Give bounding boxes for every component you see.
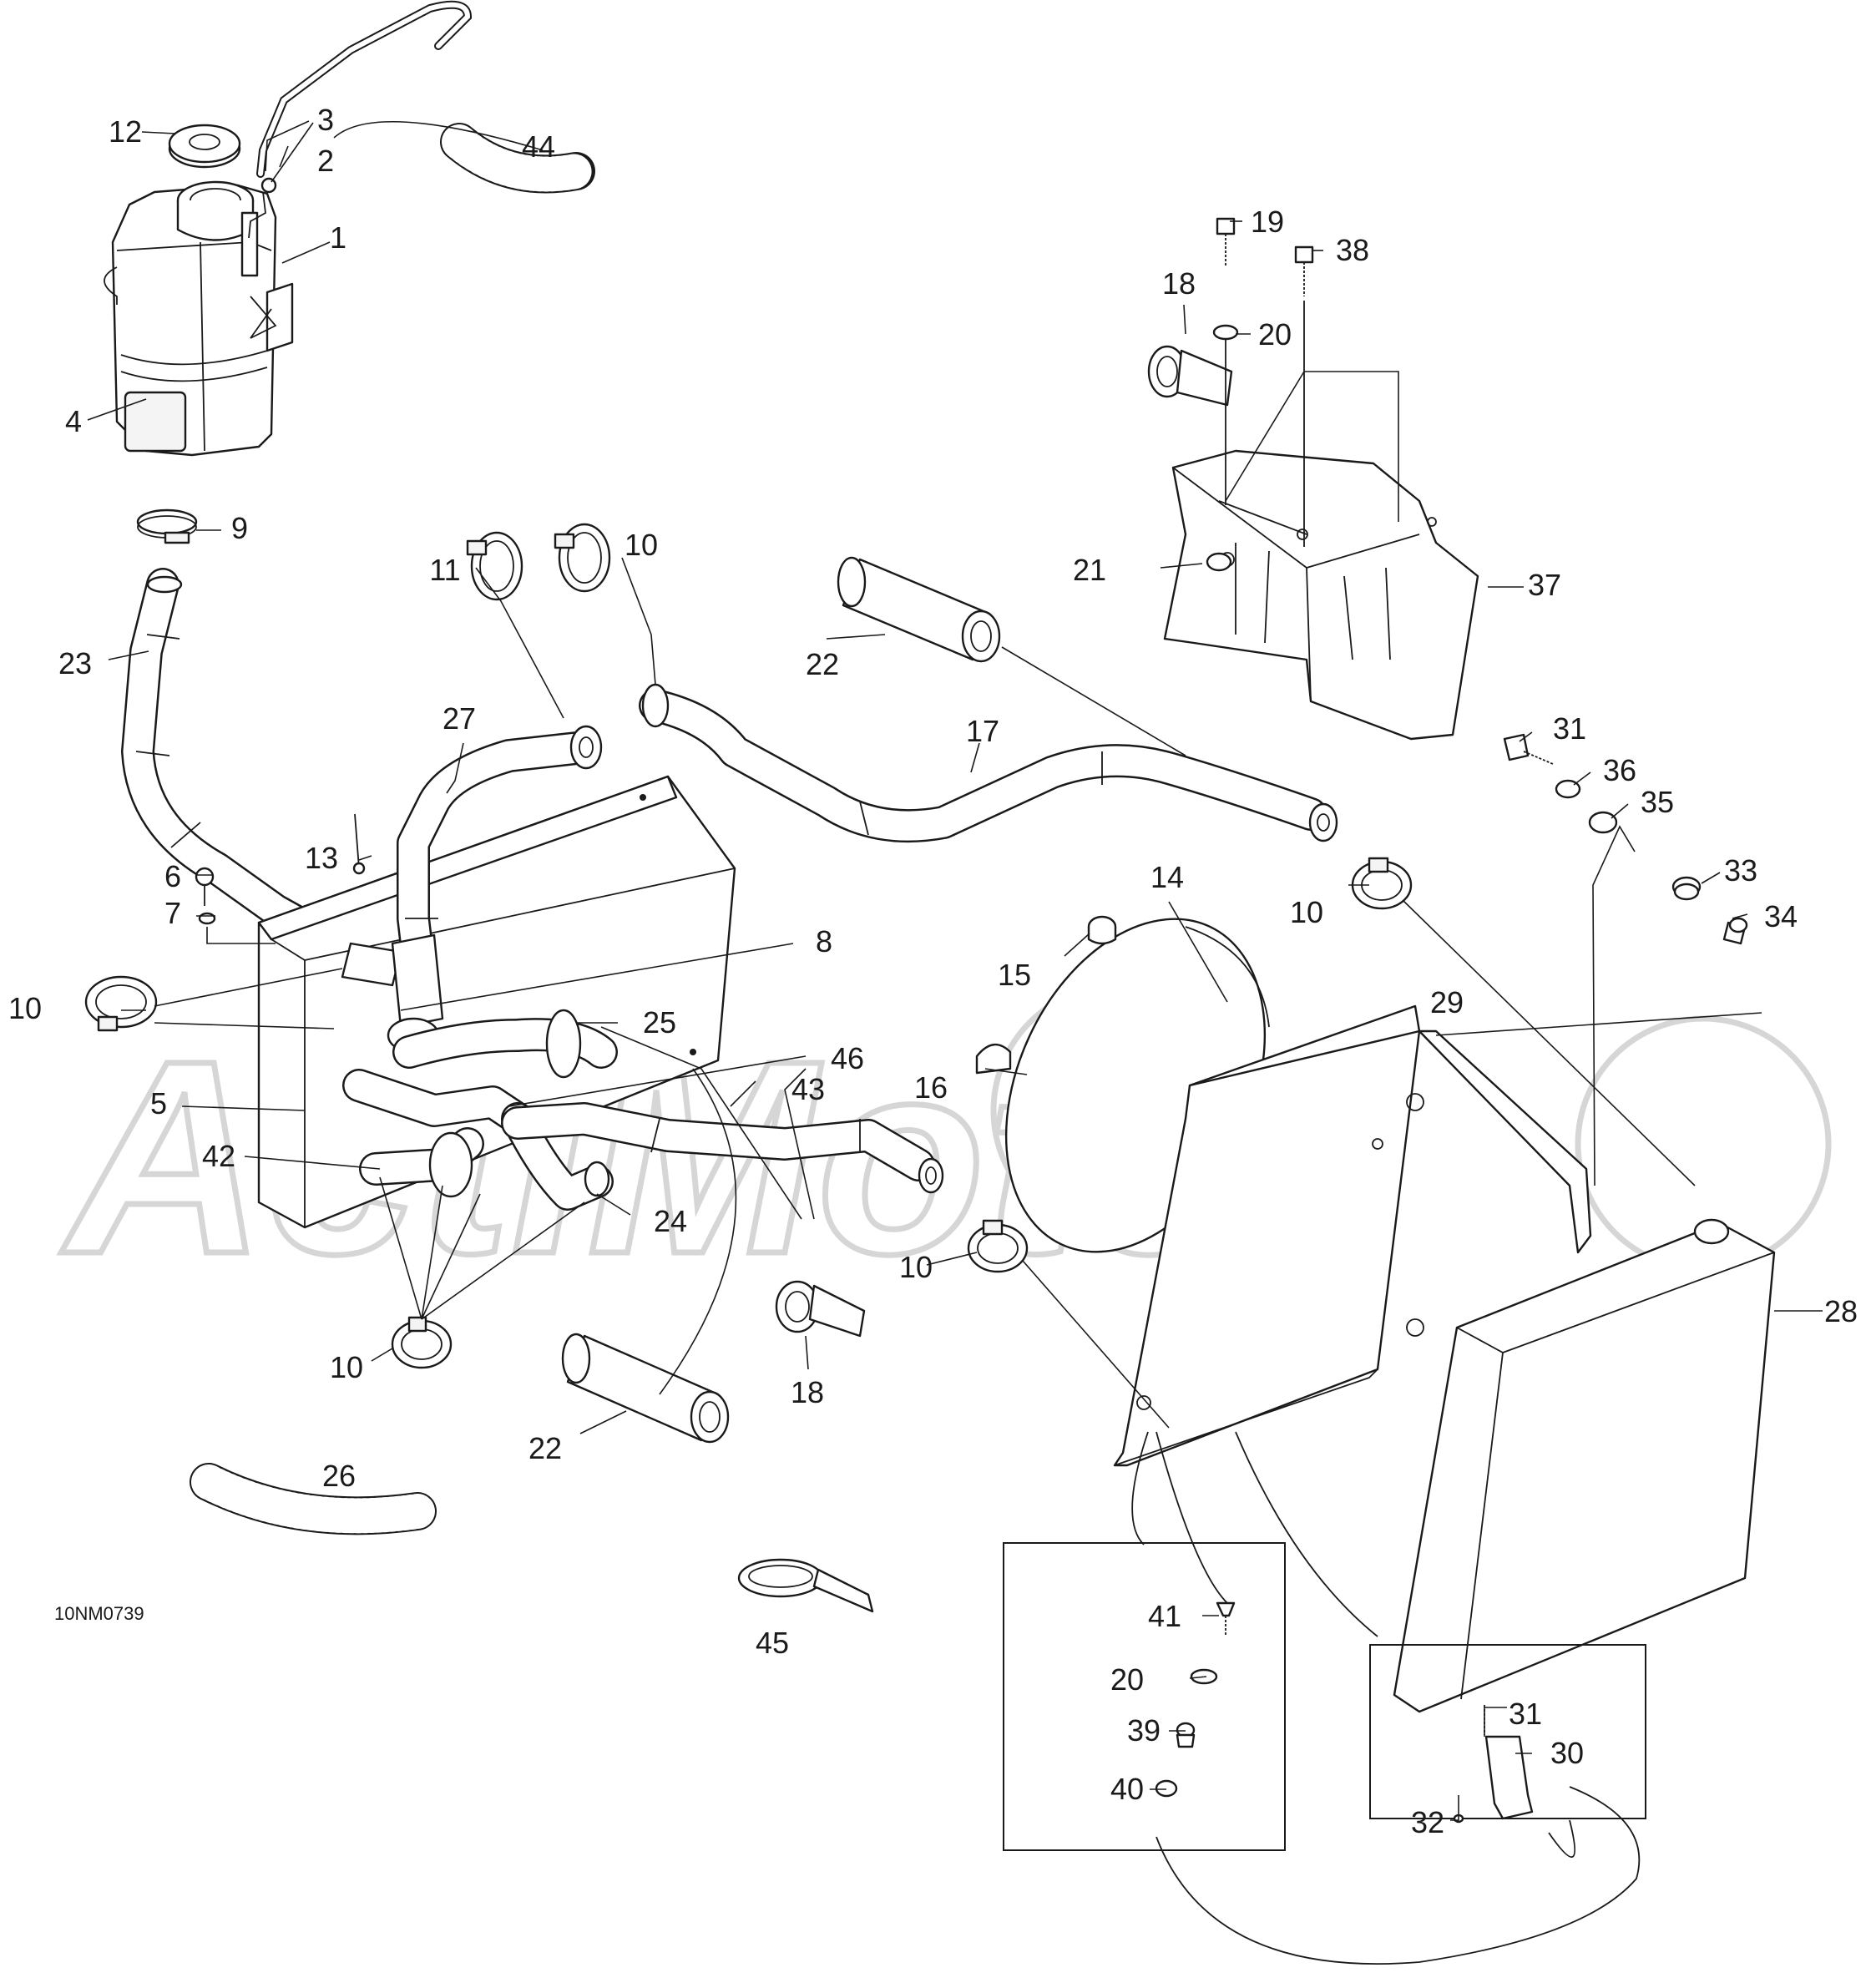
diagram-code: 10NM0739 — [54, 1603, 144, 1624]
callout-1: 1 — [330, 220, 346, 255]
detail-box-b — [1369, 1644, 1646, 1824]
hose-23 — [121, 568, 409, 1002]
connector-lines — [1131, 1431, 1641, 1965]
callout-25: 25 — [643, 1005, 676, 1040]
callout-43: 43 — [791, 1072, 825, 1106]
clamp-10-left — [84, 975, 158, 1032]
callout-21: 21 — [1073, 553, 1106, 587]
overflow-hose — [248, 0, 473, 239]
callout-36: 36 — [1603, 753, 1636, 787]
bolt-19 — [1212, 217, 1239, 505]
callout-18-lower: 18 — [791, 1375, 824, 1409]
callout-30: 30 — [1550, 1736, 1584, 1770]
callout-32: 32 — [1411, 1805, 1444, 1839]
callout-23: 23 — [58, 646, 92, 680]
callout-6: 6 — [164, 859, 181, 893]
callout-44: 44 — [522, 129, 555, 164]
callout-5: 5 — [150, 1086, 167, 1120]
deflector-37 — [1163, 449, 1479, 741]
hose-42 — [359, 1127, 484, 1198]
callout-9: 9 — [231, 511, 248, 545]
washer-35 — [1588, 811, 1618, 834]
leader-lines — [87, 120, 1823, 1821]
callout-11: 11 — [429, 553, 460, 587]
clamp-9 — [136, 508, 198, 544]
callout-33: 33 — [1724, 853, 1757, 888]
hose-43 — [501, 1102, 944, 1194]
callout-8: 8 — [816, 924, 832, 959]
callout-18-upper: 18 — [1162, 266, 1196, 301]
callout-22-lower: 22 — [528, 1431, 562, 1465]
callout-15: 15 — [998, 958, 1031, 992]
callout-34: 34 — [1764, 899, 1798, 933]
callout-19: 19 — [1251, 205, 1284, 239]
callout-46: 46 — [831, 1041, 864, 1075]
nut-15 — [1087, 915, 1117, 945]
callout-41: 41 — [1148, 1599, 1181, 1633]
clamp-10-bottom — [391, 1316, 453, 1369]
callout-2: 2 — [317, 144, 334, 178]
callout-38: 38 — [1336, 233, 1369, 267]
callout-45: 45 — [756, 1626, 789, 1660]
callout-20-upper: 20 — [1258, 317, 1292, 352]
clip-16 — [975, 1044, 1012, 1075]
callout-35: 35 — [1641, 785, 1674, 819]
callout-7: 7 — [164, 896, 181, 930]
clip-18-lower — [775, 1280, 866, 1338]
nut-21 — [1206, 552, 1232, 572]
callout-42: 42 — [202, 1139, 235, 1173]
callout-20-detail: 20 — [1110, 1662, 1144, 1697]
callout-27: 27 — [442, 701, 476, 736]
hose-25 — [392, 1009, 618, 1079]
clamp-11 — [466, 531, 523, 601]
hose-17 — [639, 683, 1338, 843]
sleeve-22-lower — [561, 1333, 730, 1444]
callout-31-detail: 31 — [1509, 1697, 1542, 1731]
bolt-38 — [1294, 245, 1314, 547]
callout-28: 28 — [1824, 1294, 1858, 1328]
callout-4: 4 — [65, 404, 82, 438]
callout-10-right: 10 — [1290, 895, 1323, 929]
callout-14: 14 — [1150, 860, 1184, 894]
cable-tie-45 — [737, 1558, 874, 1613]
clamp-10-mid — [967, 1219, 1029, 1273]
callout-10-bottom: 10 — [330, 1350, 363, 1384]
callout-40: 40 — [1110, 1772, 1144, 1806]
radiator-5 — [257, 775, 736, 1229]
fan-shroud-29 — [1113, 1004, 1592, 1467]
callout-39: 39 — [1127, 1713, 1161, 1748]
callout-24: 24 — [654, 1204, 687, 1238]
detail-box-a — [1003, 1542, 1286, 1851]
callout-13: 13 — [305, 841, 338, 875]
radiator-cap — [168, 124, 241, 169]
bolt-31 — [1503, 733, 1554, 765]
corrugated-sleeve-26 — [190, 1463, 437, 1535]
callout-labels: 1 2 3 4 5 6 7 8 9 10 10 10 10 10 11 12 1… — [8, 103, 1858, 1839]
callout-10-top: 10 — [625, 528, 658, 562]
expansion-tank — [104, 180, 294, 457]
callout-12: 12 — [109, 114, 142, 149]
spacer-34 — [1722, 917, 1748, 945]
bolt-13 — [352, 813, 366, 875]
grommet-33 — [1671, 876, 1702, 901]
callout-10-mid: 10 — [899, 1250, 933, 1284]
callout-31-upper: 31 — [1553, 711, 1586, 746]
clip-18-upper — [1147, 345, 1233, 407]
corrugated-sleeve-44 — [440, 123, 595, 194]
callout-10-left: 10 — [8, 991, 42, 1025]
callout-37: 37 — [1528, 568, 1561, 602]
callout-22-upper: 22 — [806, 647, 839, 681]
callout-3: 3 — [317, 103, 334, 137]
clamp-10-top — [554, 523, 611, 593]
callout-29: 29 — [1430, 985, 1464, 1019]
clamp-10-right — [1351, 857, 1413, 910]
callout-17: 17 — [966, 714, 999, 748]
radiator-28 — [1393, 1218, 1776, 1713]
callout-26: 26 — [322, 1459, 356, 1493]
callout-16: 16 — [914, 1070, 948, 1105]
sleeve-22-upper — [837, 556, 1001, 663]
